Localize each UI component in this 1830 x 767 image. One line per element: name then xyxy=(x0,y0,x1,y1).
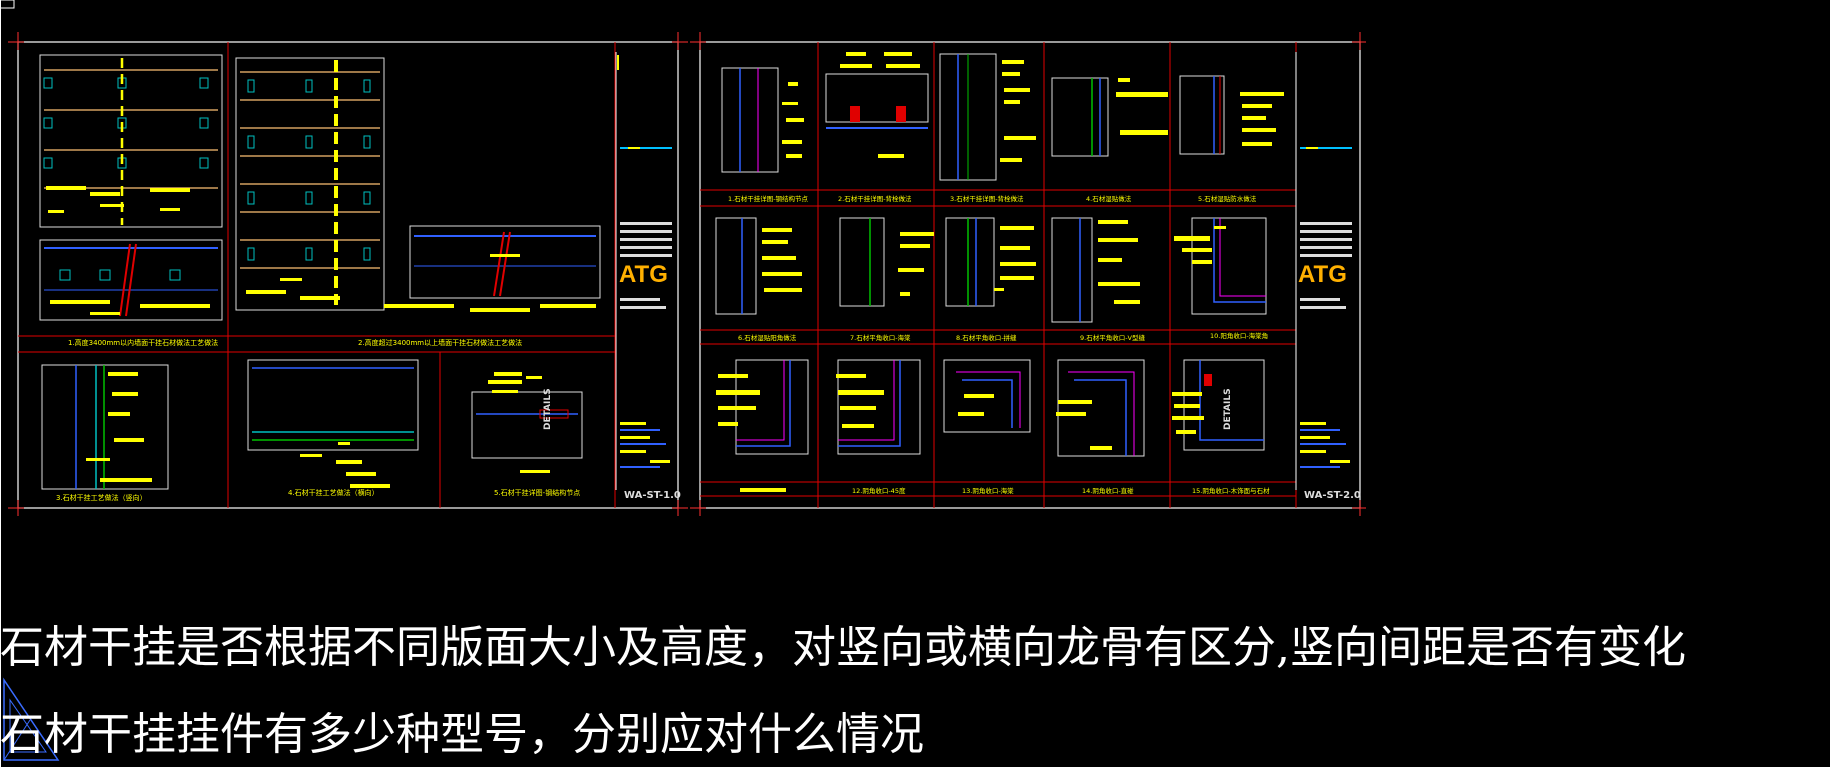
sheet-1-caption-3: 3.石材干挂工艺做法（竖向） xyxy=(56,493,147,502)
sheet-1-number: WA-ST-1.0 xyxy=(624,490,681,501)
sheet-2-detail-7[interactable] xyxy=(839,217,934,307)
sheet-2-caption-2: 2.石材干挂详图-背栓做法 xyxy=(838,194,912,203)
sheet-2-caption-6: 6.石材湿贴阳角做法 xyxy=(738,333,797,342)
sheet-2-detail-9[interactable] xyxy=(1051,217,1140,323)
sheet-2-title-block: ATG DETAILS WA-ST-2.0 xyxy=(1223,52,1361,501)
sheet-2-caption-14: 14.阴角收口-直碰 xyxy=(1082,486,1134,495)
sheet-1-detail-5[interactable] xyxy=(471,372,583,473)
sheet-2-trim-marks xyxy=(690,32,1366,516)
sheet-2-scale-bar xyxy=(740,488,786,492)
sheet-1-trim-marks xyxy=(8,32,688,516)
sheet-1-caption-5: 5.石材干挂详图-钢结构节点 xyxy=(494,488,580,497)
sheet-2-detail-6[interactable] xyxy=(715,217,802,315)
atg-logo: ATG xyxy=(619,261,668,288)
sheet-1-grid xyxy=(18,42,616,508)
sheet-2-caption-5: 5.石材湿贴防水做法 xyxy=(1198,194,1257,203)
drawing-sheet-2[interactable]: 1.石材干挂详图-钢结构节点 2.石材干挂详图-背栓做法 3.石材干挂详图-背栓… xyxy=(690,32,1366,516)
sheet-2-detail-14[interactable] xyxy=(1056,359,1145,457)
sheet-1-detail-4[interactable] xyxy=(247,359,419,488)
atg-logo-2: ATG xyxy=(1298,261,1347,288)
sheet-2-detail-11[interactable] xyxy=(716,359,809,455)
sheet-1-detail-2[interactable] xyxy=(235,57,385,311)
sheet-2-caption-8: 8.石材平角收口-拼缝 xyxy=(956,333,1017,342)
sheet-2-detail-5[interactable] xyxy=(1179,75,1284,155)
sheet-2-number: WA-ST-2.0 xyxy=(1304,490,1361,501)
sheet-1-drawing-title: DETAILS xyxy=(543,388,553,430)
sheet-2-detail-1[interactable] xyxy=(721,67,804,173)
sheet-2-caption-3: 3.石材干挂详图-背栓做法 xyxy=(950,194,1024,203)
sheet-2-caption-9: 9.石材平角收口-V型缝 xyxy=(1080,333,1145,342)
sheet-1-title-block: ATG DETAILS WA-ST-1.0 xyxy=(543,52,681,501)
sheet-1-detail-3[interactable] xyxy=(41,364,169,490)
sheet-1-detail-1[interactable] xyxy=(39,54,223,321)
sheet-2-detail-4[interactable] xyxy=(1051,77,1168,157)
sheet-2-caption-4: 4.石材湿贴做法 xyxy=(1086,194,1132,203)
question-2-text: 石材干挂挂件有多少种型号，分别应对什么情况 xyxy=(0,709,924,760)
sheet-2-detail-15[interactable] xyxy=(1172,359,1265,451)
ucs-icon xyxy=(3,677,60,761)
sheet-2-caption-7: 7.石材平角收口-海棠 xyxy=(850,333,911,342)
question-1-text: 石材干挂是否根据不同版面大小及高度，对竖向或横向龙骨有区分,竖向间距是否有变化 xyxy=(0,622,1686,673)
sheet-2-detail-10[interactable] xyxy=(1174,217,1267,315)
sheet-2-caption-10: 10.阳角收口-海棠角 xyxy=(1210,331,1268,340)
sheet-2-caption-1: 1.石材干挂详图-钢结构节点 xyxy=(728,194,809,203)
sheet-2-drawing-title: DETAILS xyxy=(1223,388,1233,430)
sheet-1-caption-2: 2.高度超过3400mm以上墙面干挂石材做法工艺做法 xyxy=(358,338,522,347)
drawing-sheet-1[interactable]: 1.高度3400mm以内墙面干挂石材做法工艺做法 xyxy=(8,32,688,516)
sheet-2-detail-2[interactable] xyxy=(825,52,929,158)
sheet-2-detail-8[interactable] xyxy=(945,217,1036,307)
sheet-1-border xyxy=(17,41,679,509)
sheet-2-caption-13: 13.阴角收口-海棠 xyxy=(962,486,1014,495)
sheet-2-detail-13[interactable] xyxy=(943,359,1031,433)
sheet-1-caption-1: 1.高度3400mm以内墙面干挂石材做法工艺做法 xyxy=(68,338,218,347)
sheet-1-detail-2-section[interactable] xyxy=(384,225,601,312)
sheet-2-border xyxy=(699,41,1361,509)
sheet-1-caption-4: 4.石材干挂工艺做法（横向） xyxy=(288,488,379,497)
sheet-2-detail-3[interactable] xyxy=(939,53,1036,181)
crosshair-cursor xyxy=(0,0,15,767)
sheet-2-detail-12[interactable] xyxy=(836,359,921,455)
sheet-2-caption-12: 12.阴角收口-45度 xyxy=(852,486,906,495)
sheet-2-caption-15: 15.阴角收口-木饰面与石材 xyxy=(1192,486,1270,495)
